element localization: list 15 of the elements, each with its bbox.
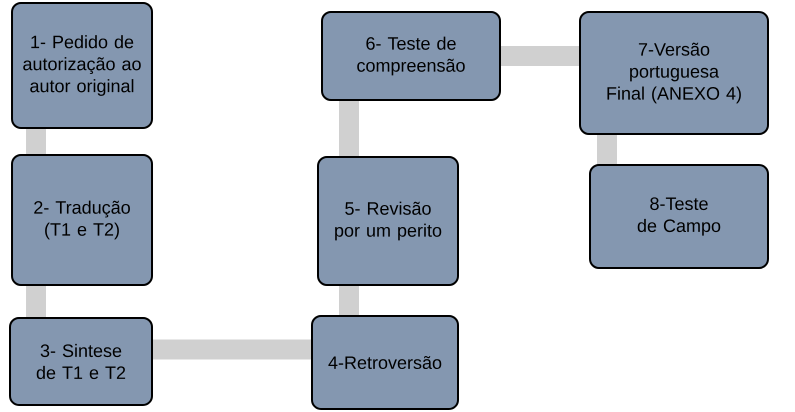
connector-bar [501, 46, 579, 66]
connector-bar [339, 101, 359, 156]
process-box: 3- Sintese de T1 e T2 [9, 317, 153, 406]
connector-bar [339, 286, 359, 315]
process-box: 1- Pedido de autorização ao autor original [11, 2, 153, 129]
process-box: 2- Tradução (T1 e T2) [11, 154, 153, 286]
process-box: 7-Versão portuguesa Final (ANEXO 4) [579, 11, 769, 135]
connector-bar [153, 340, 311, 360]
process-box: 8-Teste de Campo [589, 164, 769, 269]
process-box: 5- Revisão por um perito [317, 156, 459, 286]
connector-bar [597, 135, 617, 164]
process-box: 6- Teste de compreensão [321, 11, 501, 101]
connector-bar [26, 129, 46, 154]
connector-bar [26, 286, 46, 317]
process-box: 4-Retroversão [311, 315, 459, 410]
